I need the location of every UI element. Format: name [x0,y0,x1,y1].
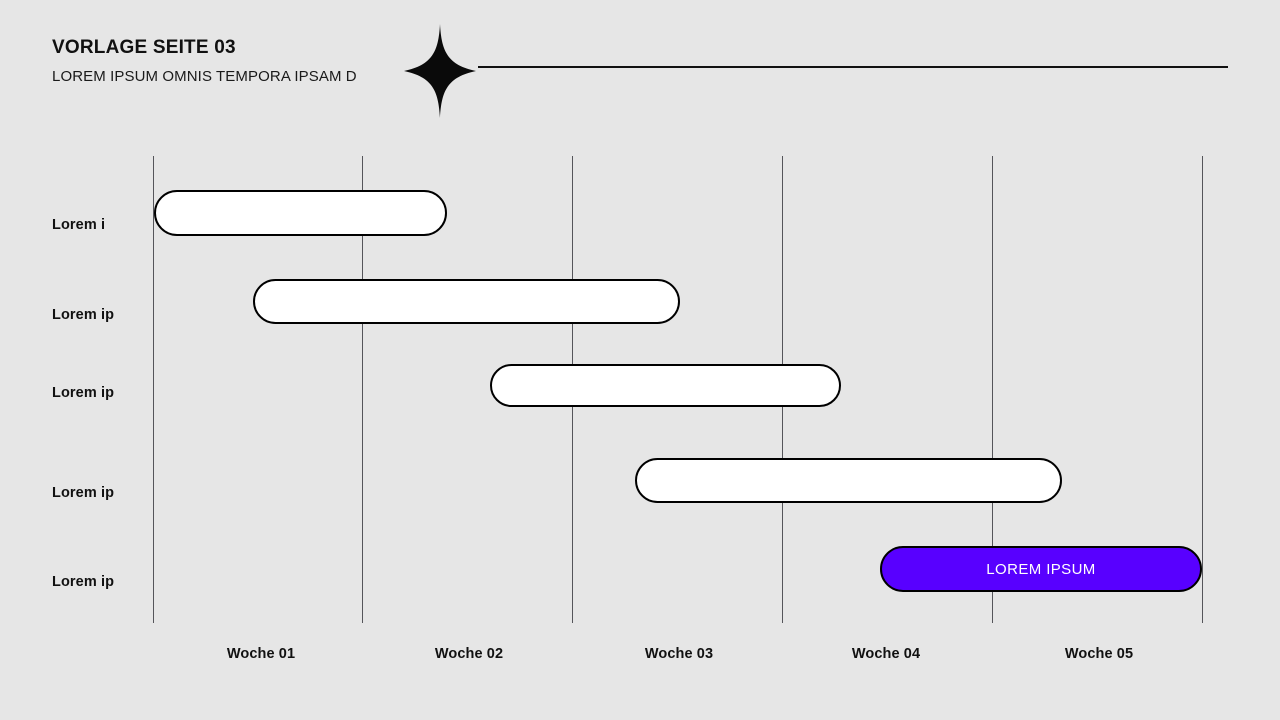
axis-tick-3: Woche 03 [644,646,714,662]
slide-header: VORLAGE SEITE 03 LOREM IPSUM OMNIS TEMPO… [0,0,1280,120]
row-label-1: Lorem i [52,217,106,233]
axis-tick-1: Woche 01 [226,646,296,662]
gridline-6 [1202,156,1203,623]
gridline-1 [153,156,154,623]
page-subtitle: LOREM IPSUM OMNIS TEMPORA IPSAM D [52,68,357,85]
gantt-bar-5[interactable]: LOREM IPSUM [880,546,1202,592]
four-point-star-sparkle-icon [404,24,476,118]
gantt-bar-1[interactable] [154,190,447,236]
row-label-group: Lorem i Lorem ip Lorem ip Lorem ip Lorem ip [0,0,150,720]
header-divider-line [478,66,1228,68]
row-label-4: Lorem ip [52,485,115,501]
gantt-bar-2[interactable] [253,279,680,324]
gantt-bar-3[interactable] [490,364,841,407]
header-title-block: VORLAGE SEITE 03 LOREM IPSUM OMNIS TEMPO… [52,36,357,88]
gantt-bar-label-5: LOREM IPSUM [986,560,1096,578]
axis-tick-label-group: Woche 01 Woche 02 Woche 03 Woche 04 Woche 05 [0,646,1280,676]
row-label-2: Lorem ip [52,307,115,323]
page-title: VORLAGE SEITE 03 [52,37,236,58]
axis-tick-2: Woche 02 [434,646,504,662]
row-label-5: Lorem ip [52,574,115,590]
gantt-bar-4[interactable] [635,458,1062,503]
axis-tick-4: Woche 04 [851,646,921,662]
gridline-2 [362,156,363,623]
row-label-3: Lorem ip [52,385,115,401]
axis-tick-5: Woche 05 [1064,646,1134,662]
gridline-5 [992,156,993,623]
